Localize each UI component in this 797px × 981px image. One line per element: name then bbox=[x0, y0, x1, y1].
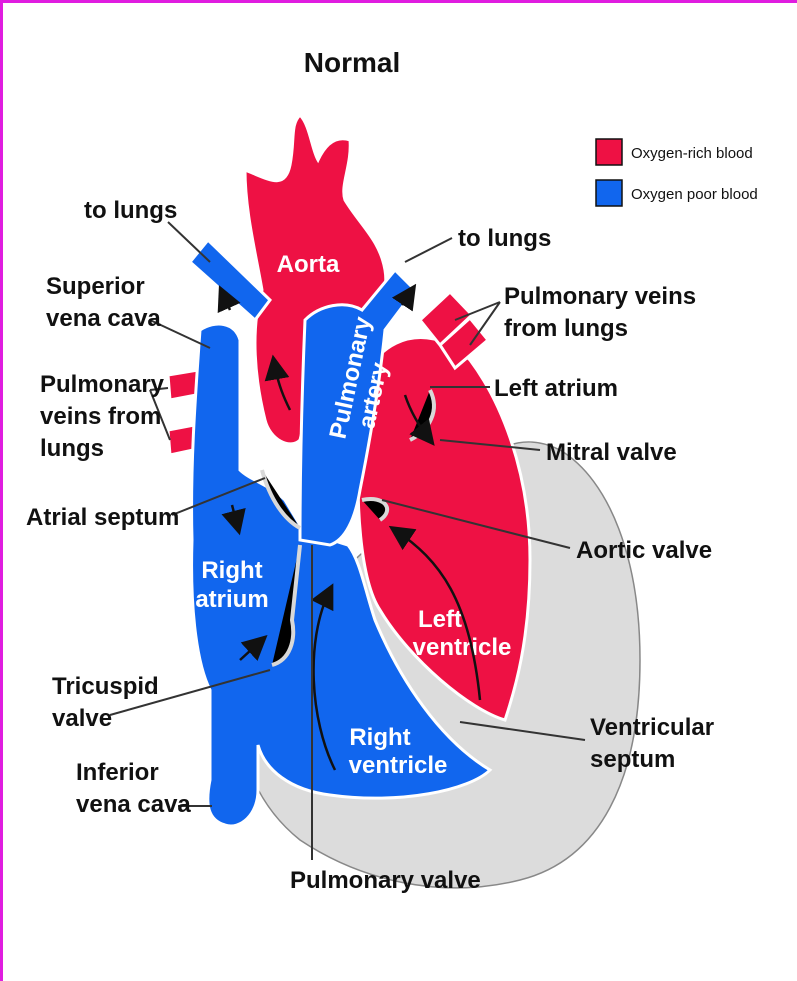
label-to-lungs-left: to lungs bbox=[84, 197, 177, 224]
label-to-lungs-right: to lungs bbox=[458, 225, 551, 252]
label-right-atrium-line2: atrium bbox=[195, 586, 268, 613]
label-ventricular-septum-line2: septum bbox=[590, 746, 675, 773]
label-aorta: Aorta bbox=[277, 251, 340, 278]
diagram-title: Normal bbox=[304, 47, 400, 78]
label-superior-vena-cava-line2: vena cava bbox=[46, 305, 161, 332]
label-left-ventricle-line1: Left bbox=[418, 606, 462, 633]
leader-to-lungs-right bbox=[405, 238, 452, 262]
label-pulmonary-valve: Pulmonary valve bbox=[290, 867, 481, 894]
label-right-atrium-line1: Right bbox=[201, 557, 262, 584]
label-tricuspid-valve-line1: Tricuspid bbox=[52, 673, 159, 700]
leader-to-lungs-left bbox=[168, 222, 210, 262]
label-pulmonary-veins-left-line2: veins from bbox=[40, 403, 161, 430]
label-right-ventricle-line1: Right bbox=[349, 724, 410, 751]
label-right-ventricle-line2: ventricle bbox=[349, 752, 448, 779]
legend-label-oxygen-poor: Oxygen poor blood bbox=[631, 186, 758, 203]
legend: Oxygen-rich blood Oxygen poor blood bbox=[596, 139, 758, 206]
label-inferior-vena-cava-line2: vena cava bbox=[76, 791, 191, 818]
label-pulmonary-veins-right-line2: from lungs bbox=[504, 315, 628, 342]
label-mitral-valve: Mitral valve bbox=[546, 439, 677, 466]
label-ventricular-septum-line1: Ventricular bbox=[590, 714, 714, 741]
label-tricuspid-valve-line2: valve bbox=[52, 705, 112, 732]
legend-swatch-oxygen-poor bbox=[596, 180, 622, 206]
label-aortic-valve: Aortic valve bbox=[576, 537, 712, 564]
legend-swatch-oxygen-rich bbox=[596, 139, 622, 165]
legend-label-oxygen-rich: Oxygen-rich blood bbox=[631, 145, 753, 162]
label-pulmonary-veins-left-line3: lungs bbox=[40, 435, 104, 462]
label-atrial-septum: Atrial septum bbox=[26, 504, 179, 531]
label-pulmonary-veins-left-line1: Pulmonary bbox=[40, 371, 165, 398]
label-superior-vena-cava-line1: Superior bbox=[46, 273, 145, 300]
label-left-ventricle-line2: ventricle bbox=[413, 634, 512, 661]
label-inferior-vena-cava-line1: Inferior bbox=[76, 759, 159, 786]
label-pulmonary-veins-right-line1: Pulmonary veins bbox=[504, 283, 696, 310]
label-left-atrium: Left atrium bbox=[494, 375, 618, 402]
